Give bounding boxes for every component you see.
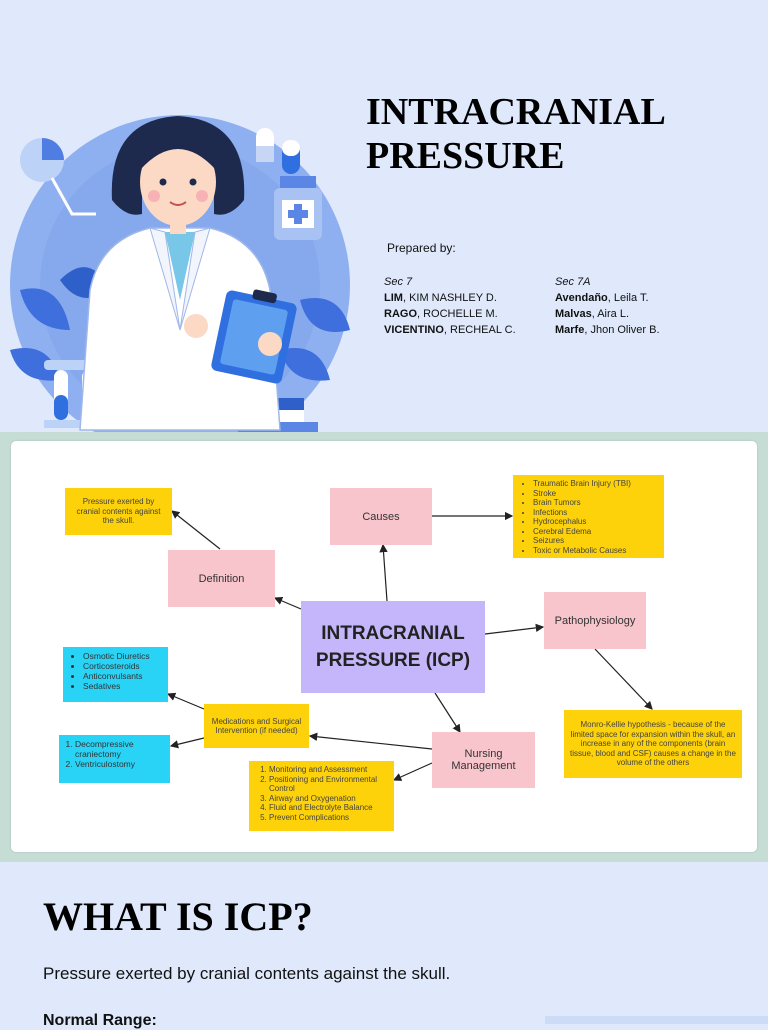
member: Marfe, Jhon Oliver B.: [555, 324, 660, 336]
title-line-1: INTRACRANIAL: [366, 91, 666, 133]
center-node-icp: INTRACRANIAL PRESSURE (ICP): [301, 601, 485, 693]
title-slide: INTRACRANIAL PRESSURE Prepared by: Sec 7…: [0, 0, 768, 432]
medicine-bottle-icon: [274, 176, 322, 240]
surgery-list: Decompressive craniectomy Ventriculostom…: [65, 739, 164, 769]
nursing-list: Monitoring and Assessment Positioning an…: [255, 765, 388, 822]
nursing-management-node: Nursing Management: [432, 732, 535, 788]
section-label: Sec 7A: [555, 276, 591, 288]
surgery-list-box: Decompressive craniectomy Ventriculostom…: [59, 735, 170, 783]
member: LIM, KIM NASHLEY D.: [384, 292, 497, 304]
medications-list: Osmotic Diuretics Corticosteroids Antico…: [69, 651, 150, 691]
pie-chart-icon: [20, 138, 96, 216]
medications-list-box: Osmotic Diuretics Corticosteroids Antico…: [63, 647, 168, 702]
doctor-illustration: [10, 115, 350, 432]
concept-map-arrows: [166, 510, 653, 781]
pathophysiology-text-box: Monro-Kellie hypothesis - because of the…: [564, 710, 742, 778]
section-7a-column: Sec 7A Avendaño, Leila T. Malvas, Aira L…: [555, 274, 660, 338]
member: Avendaño, Leila T.: [555, 292, 649, 304]
doctor-figure: [79, 116, 297, 431]
page-title: INTRACRANIAL PRESSURE: [366, 90, 756, 178]
member: VICENTINO, RECHEAL C.: [384, 324, 516, 336]
section-label: Sec 7: [384, 276, 413, 288]
definition-node: Definition: [168, 550, 275, 607]
section-paragraph: Pressure exerted by cranial contents aga…: [43, 964, 451, 983]
section-7-column: Sec 7 LIM, KIM NASHLEY D. RAGO, ROCHELLE…: [384, 274, 516, 338]
member: Malvas, Aira L.: [555, 308, 629, 320]
title-line-2: PRESSURE: [366, 135, 565, 177]
normal-range-box: [545, 1016, 768, 1024]
pathophysiology-node: Pathophysiology: [544, 592, 646, 649]
causes-list: Traumatic Brain Injury (TBI) Stroke Brai…: [519, 479, 631, 555]
section-heading: WHAT IS ICP?: [43, 894, 313, 939]
nursing-list-box: Monitoring and Assessment Positioning an…: [249, 761, 394, 831]
prepared-by-label: Prepared by:: [387, 241, 456, 255]
meds-surgery-node: Medications and Surgical Intervention (i…: [204, 704, 309, 748]
normal-range-label: Normal Range:: [43, 1012, 157, 1029]
concept-map-card: INTRACRANIAL PRESSURE (ICP) Definition P…: [11, 441, 757, 852]
plant-leaves-right: [280, 298, 350, 381]
capsule-icon: [256, 128, 300, 174]
causes-list-box: Traumatic Brain Injury (TBI) Stroke Brai…: [513, 475, 664, 558]
member: RAGO, ROCHELLE M.: [384, 308, 498, 320]
definition-text-box: Pressure exerted by cranial contents aga…: [65, 488, 172, 535]
what-is-icp-section: [0, 862, 768, 1024]
causes-node: Causes: [330, 488, 432, 545]
